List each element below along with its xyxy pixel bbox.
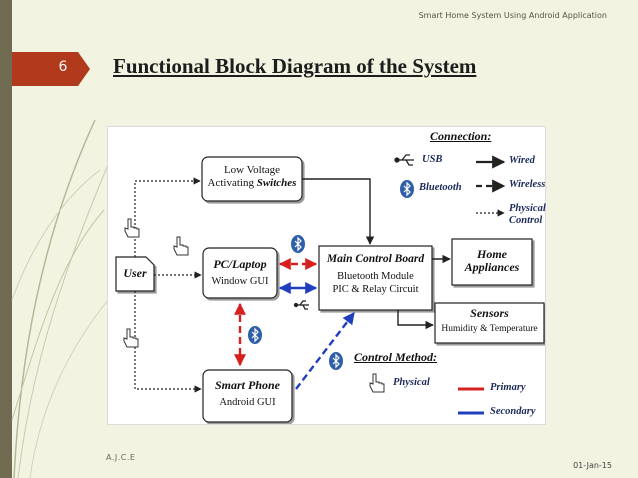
legend-bluetooth-label: Bluetooth xyxy=(419,182,462,193)
decorative-curves xyxy=(11,119,111,478)
legend-physical-label: Physical xyxy=(393,377,430,388)
legend-secondary-label: Secondary xyxy=(490,406,536,417)
low-voltage-switches-label: Low Voltage Activating Switches xyxy=(207,164,297,189)
main-control-board-block xyxy=(318,245,433,311)
legend-usb-label: USB xyxy=(422,154,443,165)
footer-date: 01-Jan-15 xyxy=(573,461,612,470)
sensors-label: Sensors Humidity & Temperature xyxy=(441,306,538,335)
main-control-board-label: Main Control Board Bluetooth Module PIC … xyxy=(326,253,425,295)
wired-connections xyxy=(302,178,451,330)
home-appliances-block xyxy=(451,238,533,286)
legend-primary-label: Primary xyxy=(490,382,526,393)
legend-wireless-label: Wireless xyxy=(509,179,546,190)
home-appliances-label: Home Appliances xyxy=(464,247,520,274)
sensors-block xyxy=(434,302,545,344)
hand-pointer-icon xyxy=(173,236,189,256)
left-strip xyxy=(0,0,12,478)
bluetooth-icon xyxy=(329,352,343,370)
legend-wired-label: Wired xyxy=(509,155,535,166)
bluetooth-icon xyxy=(291,235,305,253)
user-block xyxy=(115,256,155,292)
bluetooth-icon xyxy=(248,326,262,344)
hand-pointer-icon xyxy=(369,373,385,393)
legend-bluetooth-icon xyxy=(400,180,414,198)
smart-phone-block xyxy=(202,369,293,423)
primary-links xyxy=(234,258,318,367)
legend-physical-control-label: Physical Control xyxy=(509,203,546,226)
hand-pointer-icon xyxy=(124,218,140,238)
slide-title: Functional Block Diagram of the System xyxy=(113,54,477,78)
secondary-links xyxy=(278,282,355,390)
block-diagram: Low Voltage Activating Switches User PC/… xyxy=(107,126,546,425)
smart-phone-label: Smart Phone Android GUI xyxy=(214,378,280,409)
hand-pointer-icon xyxy=(123,328,139,348)
footer-author: A.J.C.E xyxy=(106,453,136,462)
slide-number-tab xyxy=(12,52,90,86)
pc-laptop-block xyxy=(202,247,278,299)
slide-number: 6 xyxy=(58,59,68,75)
usb-icon xyxy=(293,300,309,310)
presentation-title: Smart Home System Using Android Applicat… xyxy=(418,11,607,20)
pc-laptop-label: PC/Laptop Window GUI xyxy=(211,257,269,288)
legend-control-method-title: Control Method: xyxy=(354,350,438,364)
user-label: User xyxy=(123,266,147,280)
legend-connection-title: Connection: xyxy=(430,129,492,143)
legend-usb-icon xyxy=(394,154,414,166)
